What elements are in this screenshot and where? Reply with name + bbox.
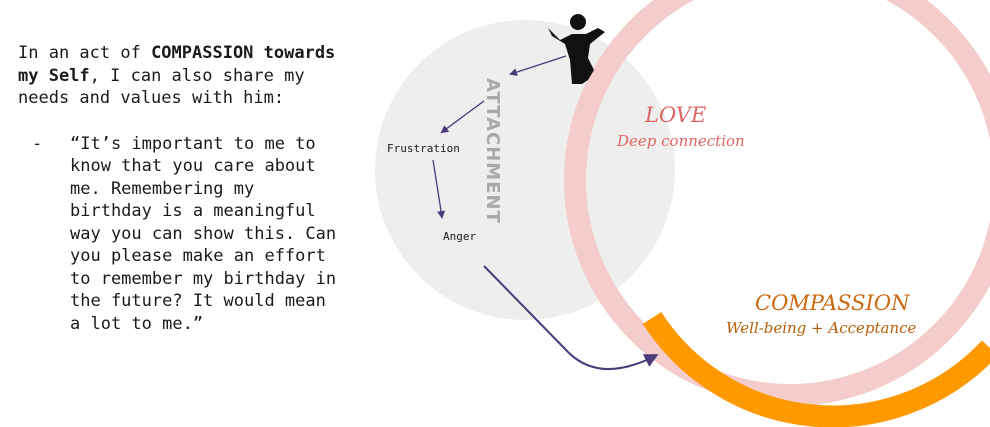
intro-prefix: In an act of bbox=[18, 43, 152, 63]
attachment-circle bbox=[375, 20, 675, 320]
love-ring bbox=[564, 0, 990, 406]
person-figure-icon bbox=[548, 14, 605, 84]
quote-list-item: - “It’s important to me to know that you… bbox=[18, 133, 348, 336]
compassion-ring bbox=[642, 312, 990, 427]
intro-suffix: , I can also share my needs and values w… bbox=[18, 65, 305, 109]
quote-text: “It’s important to me to know that you c… bbox=[70, 133, 337, 334]
love-subtitle: Deep connection bbox=[616, 132, 745, 150]
arrow-to-anger bbox=[432, 159, 446, 219]
love-title: LOVE bbox=[644, 103, 706, 127]
intro-bold: COMPASSION towards my Self bbox=[18, 43, 336, 86]
arrow-to-compassion bbox=[483, 265, 659, 371]
compassion-title: COMPASSION bbox=[755, 291, 910, 315]
arrow-to-attachment bbox=[509, 55, 567, 76]
intro-paragraph: In an act of COMPASSION towards my Self,… bbox=[18, 42, 348, 110]
anger-label: Anger bbox=[443, 230, 476, 243]
frustration-label: Frustration bbox=[387, 142, 460, 155]
text-panel: In an act of COMPASSION towards my Self,… bbox=[18, 42, 348, 335]
compassion-subtitle: Well-being + Acceptance bbox=[726, 319, 917, 337]
attachment-label: ATTACHMENT bbox=[482, 78, 503, 224]
bullet-dash: - bbox=[32, 133, 43, 154]
arrow-to-frustration bbox=[440, 100, 485, 134]
